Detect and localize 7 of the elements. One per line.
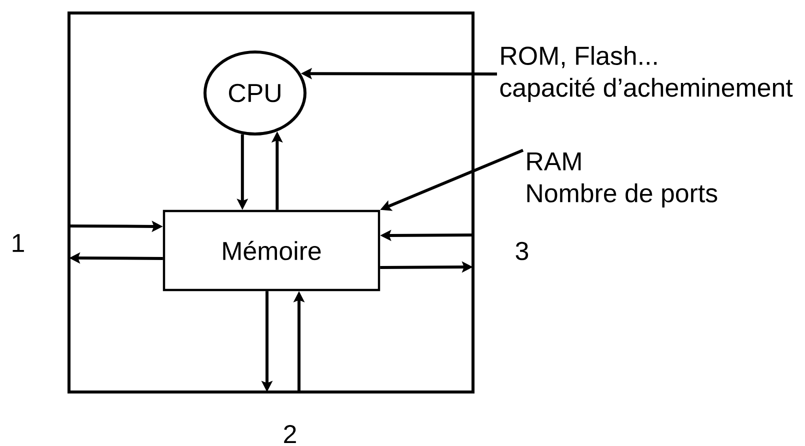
port-number: 3 xyxy=(516,242,528,260)
annotation-text: RAM Nombre de ports xyxy=(527,152,718,208)
port-number: 2 xyxy=(284,424,296,444)
port-number: 1 xyxy=(12,234,24,252)
memory-box: Mémoire xyxy=(162,210,380,292)
annotation-text: ROM, Flash... capacité d’acheminement xyxy=(500,46,793,102)
device-box xyxy=(68,12,474,394)
